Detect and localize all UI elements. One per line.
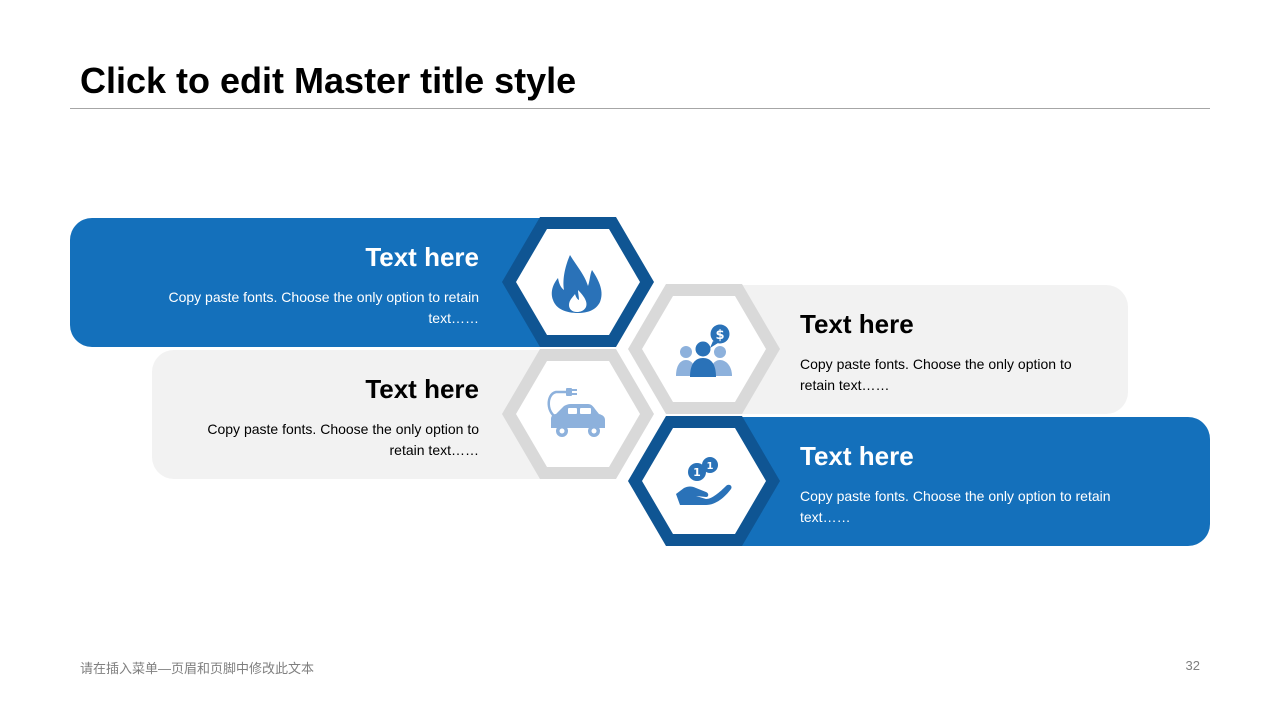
- item-body-3[interactable]: Copy paste fonts. Choose the only option…: [207, 421, 479, 458]
- item-band-4: Text here Copy paste fonts. Choose the o…: [690, 417, 1210, 546]
- flame-icon[interactable]: [551, 255, 602, 313]
- item-heading-2[interactable]: Text here: [800, 309, 914, 339]
- item-body-2[interactable]: Copy paste fonts. Choose the only option…: [800, 356, 1072, 393]
- item-body-1[interactable]: Copy paste fonts. Choose the only option…: [168, 289, 479, 326]
- hand-coins-icon[interactable]: 1 1: [676, 457, 732, 505]
- svg-text:$: $: [715, 328, 724, 343]
- electric-car-icon[interactable]: [547, 388, 605, 437]
- svg-text:1: 1: [693, 466, 701, 479]
- item-heading-3[interactable]: Text here: [365, 374, 479, 404]
- svg-text:1: 1: [707, 461, 714, 472]
- slide-title[interactable]: Click to edit Master title style: [80, 60, 577, 101]
- item-heading-1[interactable]: Text here: [365, 242, 479, 272]
- item-band-1: Text here Copy paste fonts. Choose the o…: [70, 218, 590, 347]
- people-money-icon[interactable]: $: [676, 324, 732, 378]
- item-heading-4[interactable]: Text here: [800, 441, 914, 471]
- footer-text[interactable]: 请在插入菜单—页眉和页脚中修改此文本: [80, 661, 315, 676]
- page-number: 32: [1185, 658, 1200, 673]
- title-divider: [70, 108, 1210, 109]
- hexagon-4: [628, 416, 780, 546]
- item-body-4[interactable]: Copy paste fonts. Choose the only option…: [800, 488, 1111, 525]
